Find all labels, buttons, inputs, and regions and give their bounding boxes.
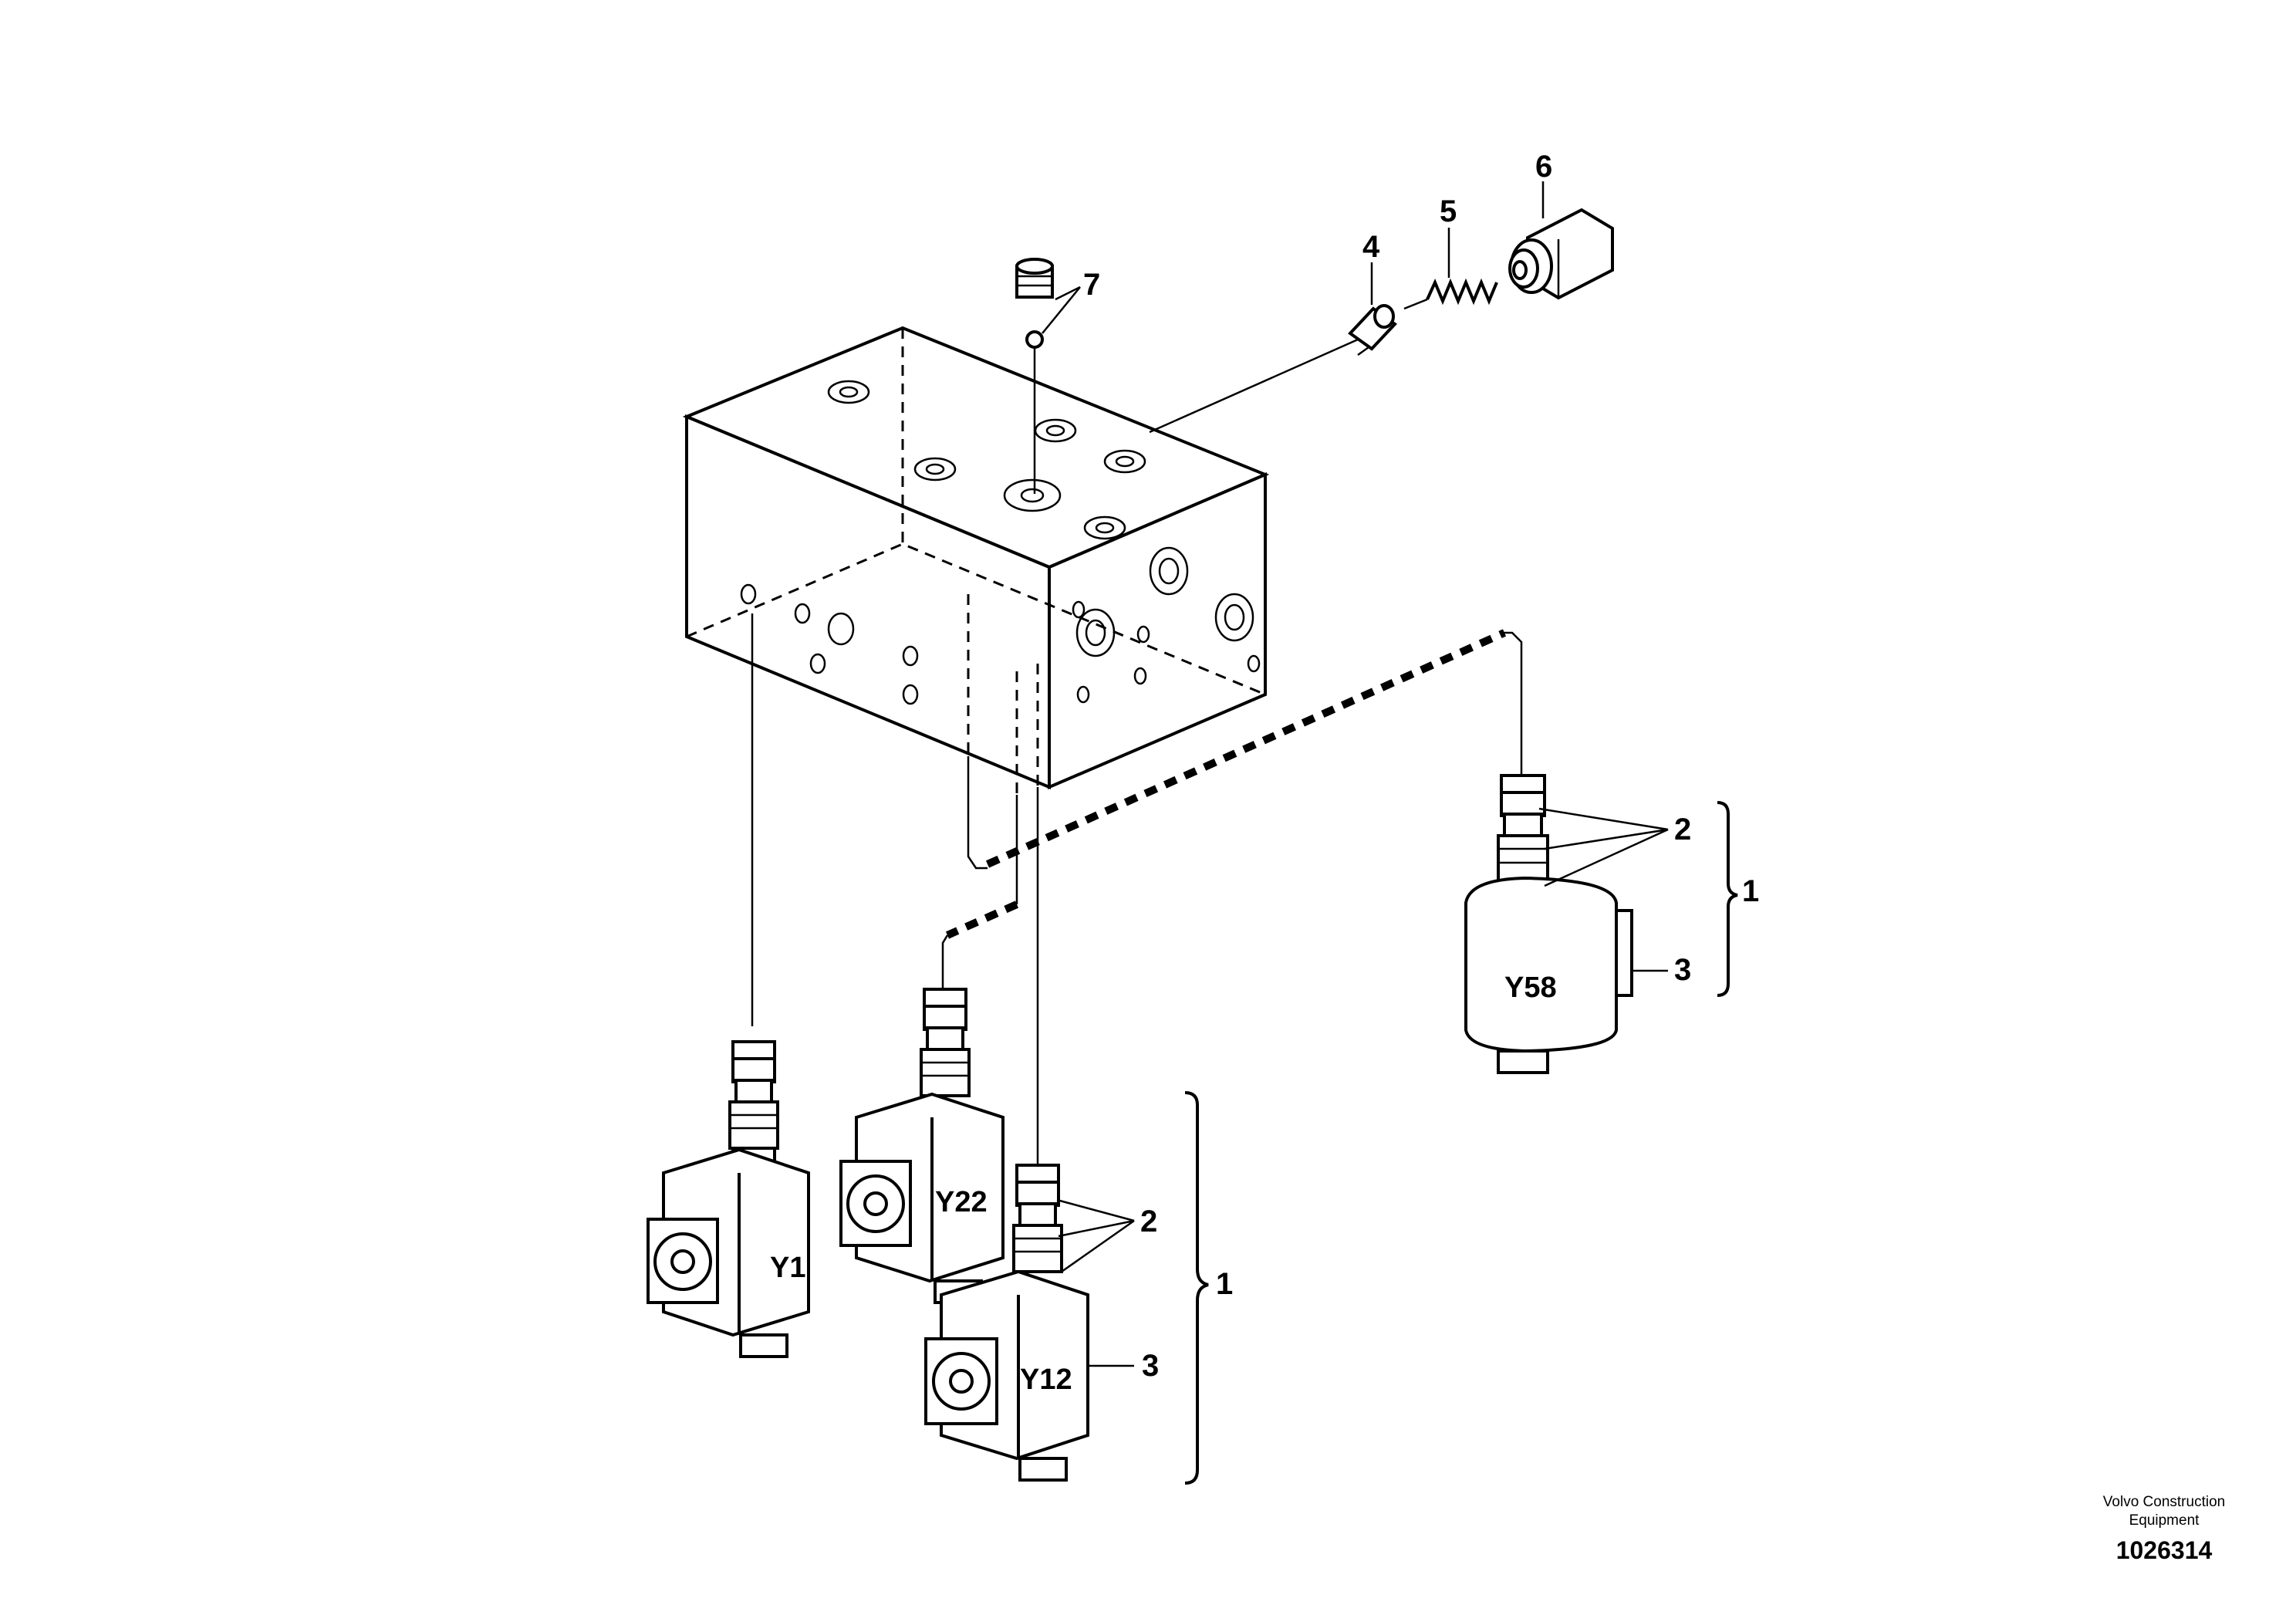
drawing-number: 1026314 [2115,1536,2213,1564]
callout-1-bottom: 1 [1216,1267,1233,1301]
callout-5: 5 [1440,194,1457,228]
plug-with-o-ring [1015,258,1081,494]
callout-2-bottom: 2 [1140,1205,1157,1238]
callout-2-top: 2 [1674,813,1691,846]
drawing-info: Volvo Construction Equipment 1026314 [2075,1493,2253,1565]
leader-lines [1056,807,1669,1367]
spring [1403,278,1498,310]
solenoid-valve-y58: Y58 [1464,774,1633,1074]
solenoid-valve-y22: Y22 [839,988,1004,1304]
block-top-ports [827,380,1146,540]
y58-label: Y58 [1504,972,1557,1004]
callout-7: 7 [1083,268,1100,302]
solenoid-valve-y1: Y1 [647,1040,810,1358]
callout-6: 6 [1535,150,1552,184]
y22-label: Y22 [935,1186,988,1218]
callout-3-top: 3 [1674,953,1691,987]
solenoid-valve-y12: Y12 [924,1164,1089,1482]
bracket-top [1717,801,1738,997]
bracket-bottom [1184,1091,1209,1485]
callout-3-bottom: 3 [1142,1349,1159,1383]
callout-4: 4 [1362,230,1380,264]
check-valve-parts [1149,208,1614,434]
org-line-2: Equipment [2129,1512,2200,1529]
callout-1-top: 1 [1742,874,1759,908]
pilot-lines [751,594,1523,1165]
org-line-1: Volvo Construction [2102,1494,2226,1510]
valve-block [682,326,1270,790]
hex-plug [1508,208,1614,300]
poppet [1347,304,1398,357]
y12-label: Y12 [1020,1363,1072,1396]
y1-label: Y1 [770,1252,805,1284]
block-front-ports [740,583,919,705]
block-side-ports [1072,546,1261,704]
